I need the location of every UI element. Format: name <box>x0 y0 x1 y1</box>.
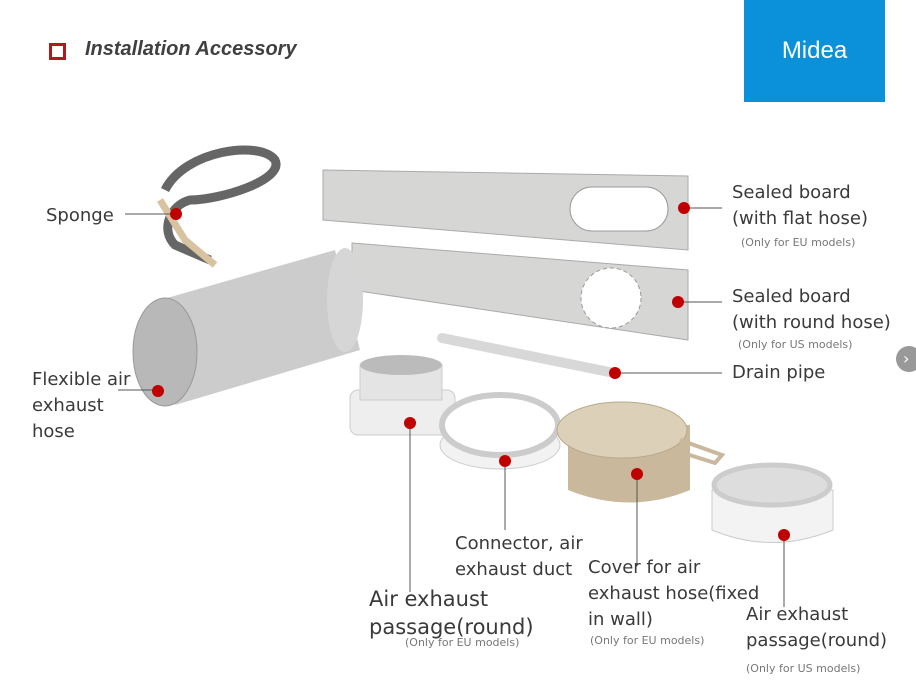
board-flat-note: (Only for EU models) <box>741 236 856 249</box>
board-round-line: (with round hose) <box>732 312 891 333</box>
cover-line: in wall) <box>588 609 653 630</box>
passage-us-line: Air exhaust <box>746 604 849 625</box>
board-round-label: Sealed board (with round hose) <box>732 284 891 336</box>
marker-dots <box>152 202 790 541</box>
connector-line: exhaust duct <box>455 559 573 580</box>
board-round-note: (Only for US models) <box>738 338 853 351</box>
hose-label-line: Flexible air <box>32 369 131 390</box>
board-flat-line: Sealed board <box>732 182 851 203</box>
sealed-board-round-image <box>351 242 689 341</box>
drain-pipe-label: Drain pipe <box>732 362 826 383</box>
passage-eu-line: passage(round) <box>369 615 534 639</box>
passage-eu-note: (Only for EU models) <box>405 636 520 649</box>
board-flat-line: (with flat hose) <box>732 208 868 229</box>
hose-label-line: hose <box>32 421 75 442</box>
hose-label: Flexible air exhaust hose <box>32 367 130 445</box>
cover-image <box>556 401 726 503</box>
sponge-label: Sponge <box>46 205 114 226</box>
connector-line: Connector, air <box>455 533 583 554</box>
cover-line: Cover for air <box>588 557 701 578</box>
exhaust-hose-image <box>132 248 363 407</box>
passage-eu-line: Air exhaust <box>369 587 489 611</box>
hose-label-line: exhaust <box>32 395 104 416</box>
cover-line: exhaust hose(fixed <box>588 583 760 604</box>
leader-lines <box>118 207 785 607</box>
connector-label: Connector, air exhaust duct <box>455 531 583 583</box>
title-bullet-icon <box>49 43 66 60</box>
passage-us-line: passage(round) <box>746 630 888 651</box>
cover-note: (Only for EU models) <box>590 634 705 647</box>
chevron-right-icon[interactable]: › <box>896 346 916 372</box>
page-title: Installation Accessory <box>85 38 297 60</box>
air-exhaust-passage-eu-image <box>349 355 456 436</box>
sponge-image <box>157 145 281 268</box>
board-round-line: Sealed board <box>732 286 851 307</box>
drain-pipe-image <box>437 333 619 378</box>
cover-label: Cover for air exhaust hose(fixed in wall… <box>588 555 759 633</box>
midea-logo: Midea <box>744 0 885 102</box>
connector-image <box>439 392 561 470</box>
passage-eu-label: Air exhaust passage(round) <box>369 585 534 641</box>
passage-us-note: (Only for US models) <box>746 662 861 675</box>
sealed-board-flat-image <box>322 169 689 251</box>
air-exhaust-passage-us-image <box>711 462 834 543</box>
board-flat-label: Sealed board (with flat hose) <box>732 180 868 232</box>
passage-us-label: Air exhaust passage(round) <box>746 602 887 654</box>
logo-text: Midea <box>781 37 848 64</box>
